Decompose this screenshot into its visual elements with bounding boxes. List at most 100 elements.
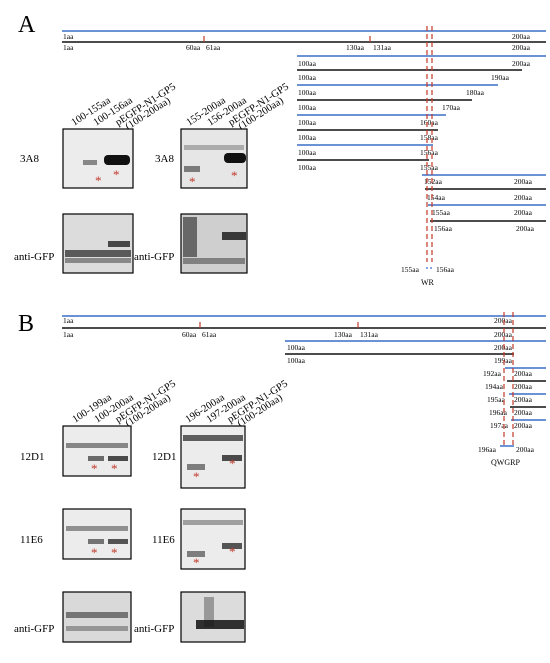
del-a-3-right: 180aa (466, 88, 485, 97)
band (187, 551, 205, 557)
band (222, 455, 242, 461)
band (88, 539, 104, 544)
del-a-5-left: 100aa (298, 118, 317, 127)
del-b-2-right: 199aa (494, 356, 513, 365)
antibody-11e6-right: 11E6 (152, 534, 175, 546)
del-a-12-right: 200aa (516, 224, 535, 233)
asterisk-marker: * (229, 456, 236, 471)
asterisk-marker: * (231, 168, 238, 183)
del-a-11-right: 200aa (514, 208, 533, 217)
bar-b-2-right: 200aa (494, 330, 513, 339)
band (83, 160, 97, 165)
del-b-2-left: 100aa (287, 356, 306, 365)
del-b-7-left: 197aa (490, 421, 509, 430)
band (222, 543, 242, 549)
antibody-gfp-left-b: anti-GFP (14, 623, 54, 635)
del-a-1-left: 100aa (298, 59, 317, 68)
band (66, 443, 128, 448)
del-b-5-left: 195aa (487, 395, 506, 404)
tick-label-60: 60aa (186, 43, 201, 52)
del-b-3-left: 192aa (483, 369, 502, 378)
band (108, 456, 128, 461)
antibody-12d1-right: 12D1 (152, 451, 176, 463)
panel-a-boundary: 155aa 156aa WR (401, 26, 455, 287)
blot-12d1-left (62, 425, 132, 477)
del-a-12-left: 156aa (434, 224, 453, 233)
blot-11e6-left (62, 508, 132, 560)
band (183, 258, 245, 264)
asterisk-marker: * (111, 545, 118, 560)
panel-b-blot-left: 100-199aa 100-200aa pEGFP-N1-GP5 (100-20… (14, 378, 178, 643)
band (108, 241, 130, 247)
bar-b-2-left: 1aa (63, 330, 74, 339)
panel-b-letter: B (18, 311, 34, 337)
asterisk-marker: * (91, 461, 98, 476)
band (66, 626, 128, 631)
del-a-2-left: 100aa (298, 73, 317, 82)
bar-a-2-left: 1aa (63, 43, 74, 52)
bar-a-1-right: 200aa (512, 32, 531, 41)
del-b-5-right: 200aa (514, 395, 533, 404)
panel-b-full-length-bars: 1aa 200aa 1aa 60aa 61aa 130aa 131aa 200a… (62, 315, 546, 339)
del-a-4-right: 170aa (442, 103, 461, 112)
antibody-11e6-left: 11E6 (20, 534, 43, 546)
band (204, 597, 214, 627)
panel-a-blot-right: 155-200aa 156-200aa pEGFP-N1-GP5 (100-20… (134, 81, 291, 274)
del-a-2-right: 190aa (491, 73, 510, 82)
antibody-3a8-left: 3A8 (20, 153, 39, 165)
del-b-4-left: 194aa (485, 382, 504, 391)
band (66, 612, 128, 618)
del-b-1-right: 200aa (494, 343, 513, 352)
asterisk-marker: * (91, 545, 98, 560)
band (224, 153, 246, 163)
asterisk-marker: * (95, 173, 102, 188)
del-a-10-right: 200aa (514, 193, 533, 202)
blot-gfp-right-b (180, 591, 246, 643)
del-b-7-right: 200aa (514, 421, 533, 430)
antibody-12d1-left: 12D1 (20, 451, 44, 463)
panel-a-letter: A (18, 12, 36, 38)
band (65, 258, 131, 263)
tick-label-b-131: 131aa (360, 330, 379, 339)
band (104, 155, 130, 165)
band (183, 520, 243, 525)
motif-wr: WR (421, 278, 435, 287)
bar-a-2-right: 200aa (512, 43, 531, 52)
band (108, 539, 128, 544)
del-a-9-left: 152aa (424, 177, 443, 186)
del-b-1-left: 100aa (287, 343, 306, 352)
asterisk-marker: * (193, 555, 200, 570)
antibody-gfp-right: anti-GFP (134, 251, 174, 263)
band (183, 435, 243, 441)
del-a-11-left: 155aa (432, 208, 451, 217)
panel-b-deletion-bars: 100aa 200aa 100aa 199aa 192aa 200aa 194a… (285, 340, 546, 454)
asterisk-marker: * (193, 469, 200, 484)
del-a-5-right: 160aa (420, 118, 439, 127)
tick-label-b-60: 60aa (182, 330, 197, 339)
panel-a-blot-left: 100-155aa 100-156aa pEGFP-N1-GP5 (100-20… (14, 81, 178, 274)
band (187, 464, 205, 470)
band (184, 166, 200, 172)
band (88, 456, 104, 461)
del-a-3-left: 100aa (298, 88, 317, 97)
del-b-6-left: 196aa (489, 408, 508, 417)
panel-b-boundary: QWGRP (491, 312, 520, 467)
band (183, 217, 197, 257)
del-b-6-right: 200aa (514, 408, 533, 417)
antibody-gfp-left: anti-GFP (14, 251, 54, 263)
asterisk-marker: * (229, 544, 236, 559)
del-b-4-right: 200aa (514, 382, 533, 391)
bar-b-1-left: 1aa (63, 316, 74, 325)
bar-b-1-right: 200aa (494, 316, 513, 325)
del-b-8-right: 200aa (516, 445, 535, 454)
panel-a-deletion-bars: 100aa 200aa 100aa 190aa 100aa 180aa 100a… (297, 55, 546, 233)
asterisk-marker: * (189, 174, 196, 189)
tick-label-130: 130aa (346, 43, 365, 52)
band (196, 620, 244, 629)
panel-a-full-length-bars: 1aa 200aa 1aa 60aa 61aa 130aa 131aa 200a… (62, 30, 546, 52)
blot-11e6-right (180, 508, 246, 570)
bar-a-1-left: 1aa (63, 32, 74, 41)
del-a-8-right: 155aa (420, 163, 439, 172)
del-a-9-right: 200aa (514, 177, 533, 186)
